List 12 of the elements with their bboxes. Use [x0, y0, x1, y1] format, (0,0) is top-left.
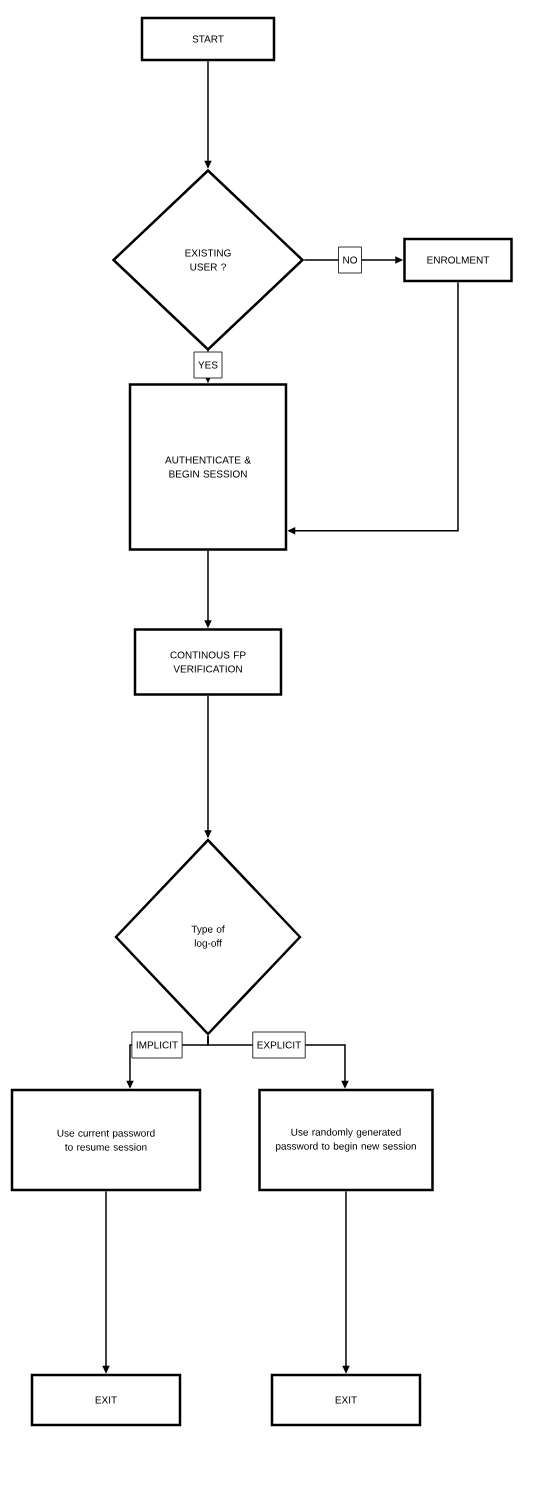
process-box: CONTINOUS FP VERIFICATION — [133, 628, 283, 696]
edge-label: YES — [193, 351, 223, 379]
process-box: AUTHENTICATE & BEGIN SESSION — [128, 383, 288, 551]
process-box: EXIT — [270, 1373, 422, 1427]
process-box: Use randomly generated password to begin new session — [258, 1088, 434, 1192]
process-box: ENROLMENT — [403, 237, 513, 283]
edge-label: EXPLICIT — [252, 1031, 306, 1059]
edge-label: NO — [338, 246, 362, 274]
process-box: START — [140, 16, 276, 62]
edge-label: IMPLICIT — [131, 1031, 183, 1059]
process-box: Use current password to resume session — [10, 1088, 202, 1192]
process-box: EXIT — [30, 1373, 182, 1427]
